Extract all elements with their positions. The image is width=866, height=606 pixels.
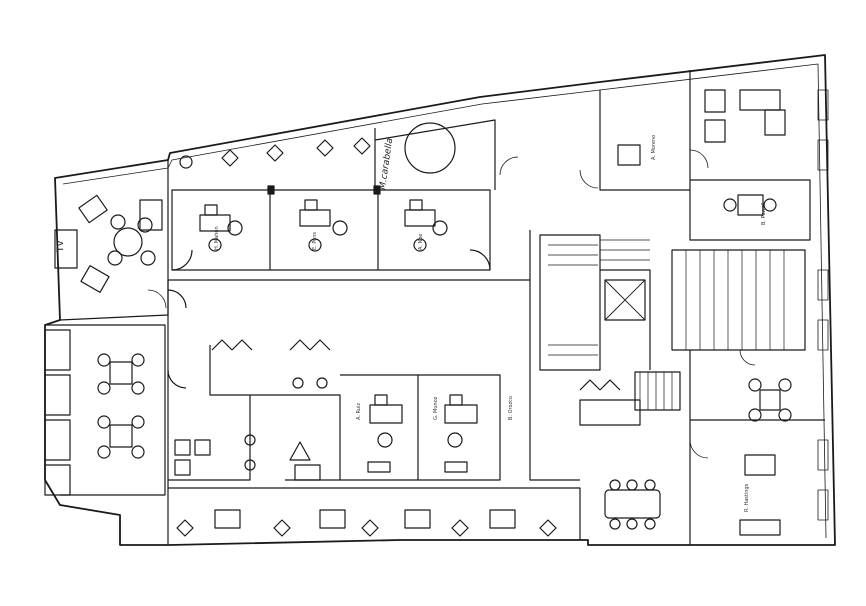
door-swings bbox=[147, 149, 756, 459]
planters-bottom bbox=[176, 519, 557, 537]
middle-offices bbox=[340, 374, 501, 481]
hastings-furniture bbox=[739, 454, 781, 536]
central-corridor bbox=[167, 279, 530, 545]
office-label-r-hastings: R. Hastings bbox=[744, 483, 750, 512]
office-label-a-moreno: A. Moreno bbox=[651, 135, 657, 160]
tv-cabinet bbox=[54, 229, 78, 269]
office-label-g-munoz: G. Munoz bbox=[433, 396, 439, 420]
bottom-strip bbox=[168, 487, 581, 540]
handwritten-note: M.carabella bbox=[378, 137, 395, 190]
planters-top bbox=[179, 137, 371, 169]
bathroom-block bbox=[168, 345, 341, 481]
office-label-b-orozco: B. Orozco bbox=[508, 396, 514, 420]
lounge-furniture bbox=[78, 194, 163, 293]
right-top-rooms bbox=[599, 70, 811, 241]
office-label-a-noe: A. Noe bbox=[418, 234, 424, 250]
office-label-b-powell: B. Powell bbox=[761, 203, 767, 225]
bathroom-fixtures bbox=[211, 339, 331, 351]
elevator-shaft bbox=[604, 279, 646, 321]
left-meeting-tables bbox=[97, 353, 145, 459]
office-label-e-pons: E. Pons bbox=[312, 232, 318, 250]
left-wall-bays bbox=[44, 329, 71, 496]
lower-stair bbox=[634, 371, 681, 411]
main-stair-treads bbox=[685, 250, 785, 350]
right-meeting-table bbox=[748, 378, 792, 422]
moreno-office bbox=[374, 119, 496, 190]
main-staircase bbox=[671, 249, 806, 351]
office-label-a-ruiz: A. Ruiz bbox=[356, 403, 362, 420]
bottom-desks bbox=[214, 509, 516, 529]
left-meeting-wall bbox=[45, 324, 166, 496]
office-label-h-mahon: H. Mahon bbox=[214, 226, 220, 250]
office-furniture-middle bbox=[367, 394, 478, 473]
moreno-round-table bbox=[404, 122, 456, 174]
reception-desk bbox=[579, 379, 641, 426]
right-top-furniture bbox=[617, 89, 786, 216]
office-furniture-top bbox=[199, 199, 448, 252]
corridor-door-arcs bbox=[167, 249, 491, 389]
stair-treads bbox=[548, 239, 650, 356]
outer-wall bbox=[44, 54, 836, 546]
tv-label: TV bbox=[56, 240, 66, 253]
stair-core bbox=[539, 234, 651, 371]
right-windows bbox=[817, 89, 829, 521]
right-corridor-wall bbox=[529, 230, 580, 481]
conference-table bbox=[604, 479, 661, 530]
